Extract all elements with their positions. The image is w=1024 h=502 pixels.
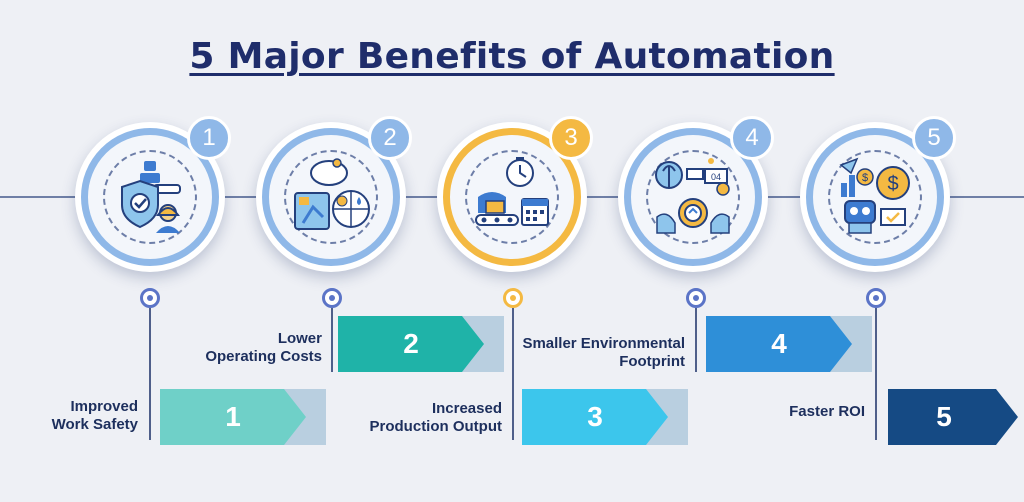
step-4-dot <box>686 288 706 308</box>
step-4-circle: 04 4 <box>618 116 774 272</box>
step-2-dot <box>322 288 342 308</box>
safety-shield-icon <box>121 161 181 233</box>
step-1-badge: 1 <box>187 116 231 160</box>
step-3-label: Increased Production Output <box>350 400 502 436</box>
step-4-label-line1: Smaller Environmental <box>522 335 685 352</box>
step-5-number: 5 <box>936 401 952 432</box>
step-3-badge: 3 <box>549 116 593 160</box>
step-4-label-line2: Footprint <box>619 353 685 370</box>
page-title: 5 Major Benefits of Automation <box>189 36 835 77</box>
step-1-connector <box>149 308 151 440</box>
step-3-circle: 3 <box>437 116 593 272</box>
step-4-connector <box>695 308 697 372</box>
production-timer-icon <box>475 157 549 226</box>
step-2-connector <box>331 308 333 372</box>
step-2-circle: 2 <box>256 116 412 272</box>
step-3-bar: 3 <box>522 389 688 445</box>
step-1-number: 1 <box>225 401 241 432</box>
roi-robot-icon: $ $ <box>839 157 910 234</box>
step-2-bar: 2 <box>338 316 504 372</box>
step-5-badge: 5 <box>912 116 956 160</box>
step-1-dot <box>140 288 160 308</box>
step-5-circle: $ $ 5 <box>800 116 956 272</box>
step-2-number: 2 <box>403 328 419 359</box>
step-2-label-line1: Lower <box>277 330 322 347</box>
eco-recycle-icon: 04 <box>655 158 730 234</box>
step-3-label-line2: Production Output <box>369 418 502 435</box>
step-1-label: Improved Work Safety <box>0 398 138 434</box>
svg-text:04: 04 <box>711 172 721 182</box>
step-4-bar: 4 <box>706 316 872 372</box>
step-4-badge: 4 <box>730 116 774 160</box>
svg-text:$: $ <box>862 172 868 184</box>
step-2-label-line2: Operating Costs <box>205 348 322 365</box>
step-5-label-line1: Faster ROI <box>789 403 865 420</box>
step-1-label-line1: Improved <box>70 398 138 415</box>
step-4-number: 4 <box>771 328 787 359</box>
step-3-dot <box>503 288 523 308</box>
step-4-label: Smaller Environmental Footprint <box>510 335 685 371</box>
step-2-label: Lower Operating Costs <box>180 330 322 366</box>
step-5-bar: 5 <box>888 389 1020 445</box>
step-5-label: Faster ROI <box>740 403 865 421</box>
step-3-connector <box>512 308 514 440</box>
step-3-label-line1: Increased <box>431 400 502 417</box>
step-5-connector <box>875 308 877 440</box>
svg-text:$: $ <box>887 173 898 195</box>
step-5-dot <box>866 288 886 308</box>
step-1-label-line2: Work Safety <box>51 416 138 433</box>
piggy-bank-icon <box>294 158 370 230</box>
step-1-circle: 1 <box>75 116 231 272</box>
step-3-number: 3 <box>587 401 603 432</box>
step-1-bar: 1 <box>160 389 326 445</box>
step-2-badge: 2 <box>368 116 412 160</box>
